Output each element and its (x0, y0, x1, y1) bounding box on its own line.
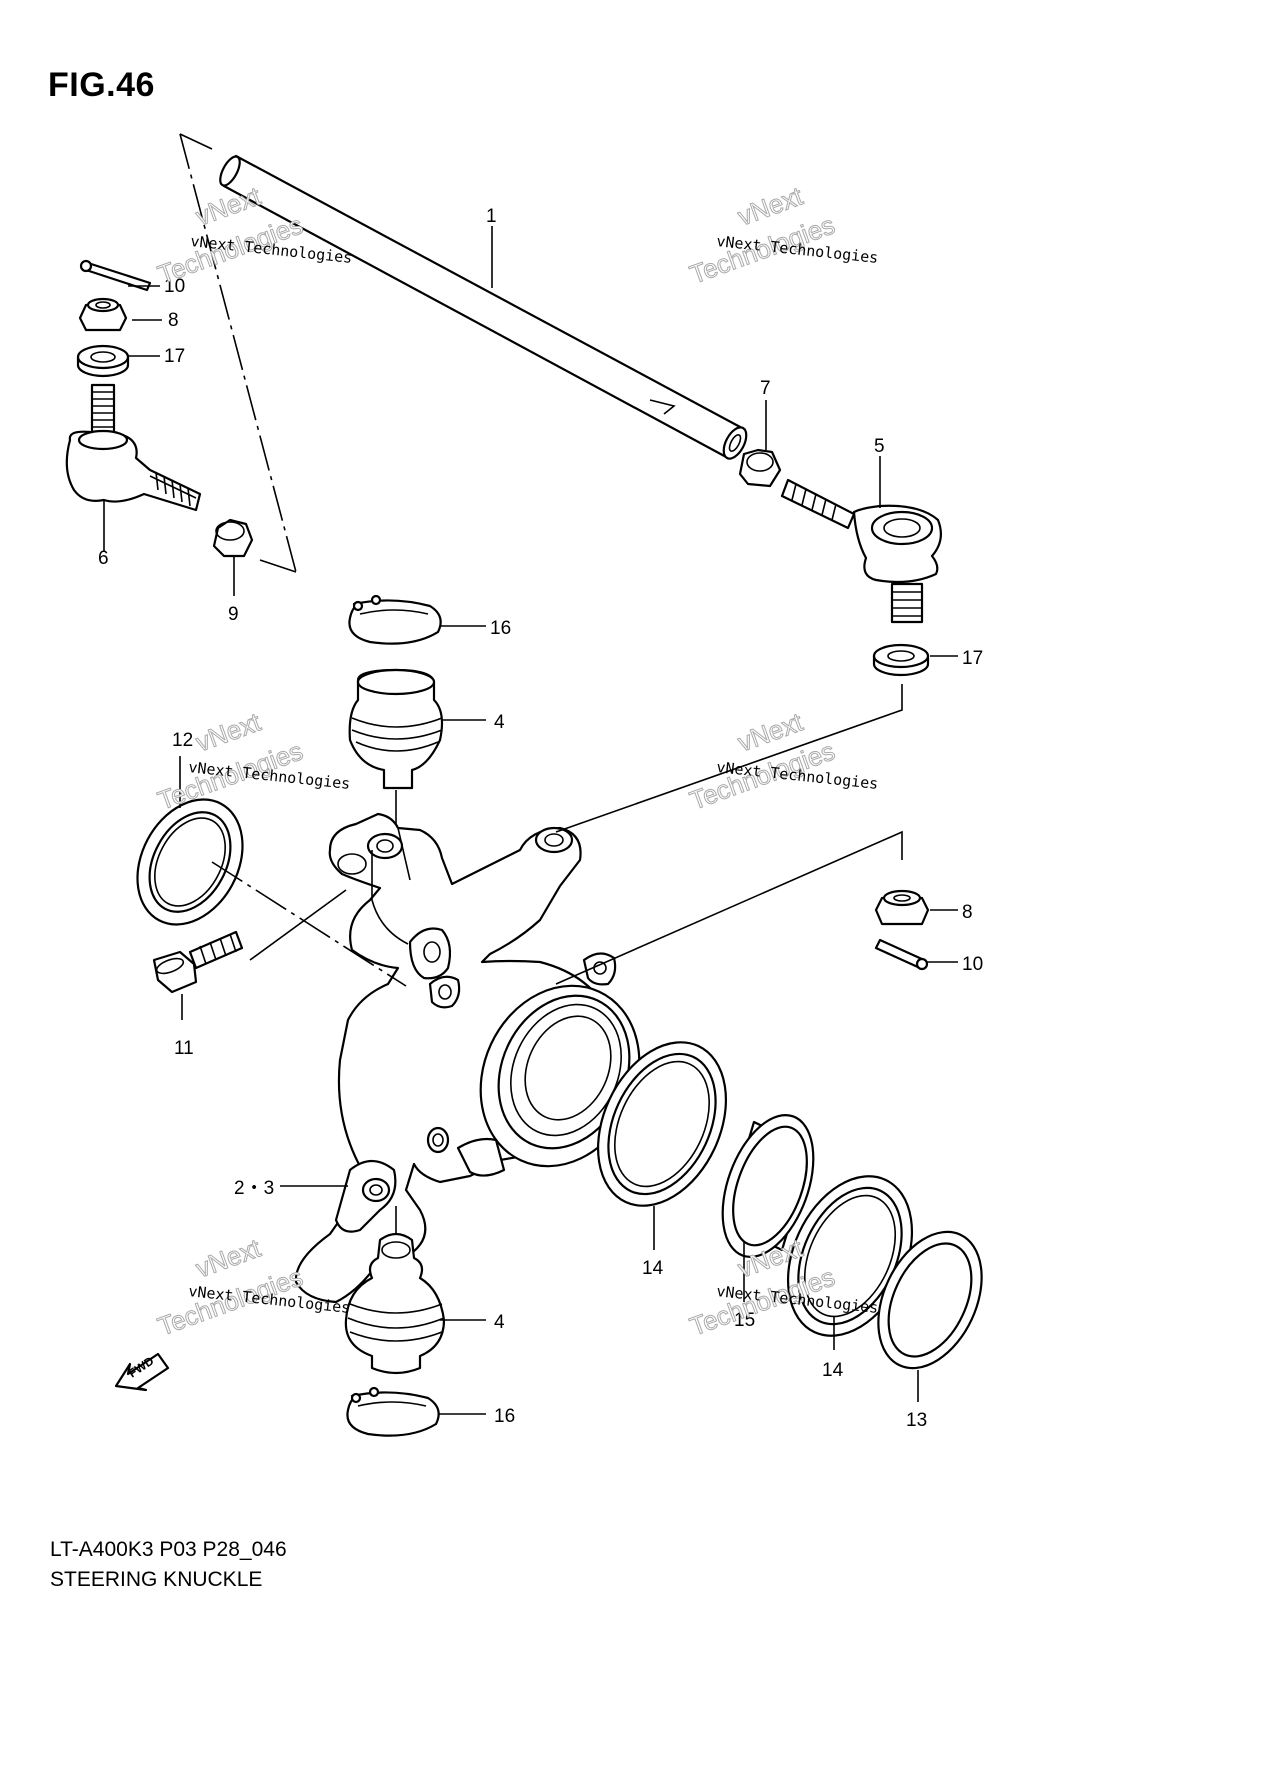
callout-5: 5 (874, 436, 885, 457)
callout-13: 13 (906, 1410, 927, 1431)
callout-10-right: 10 (962, 954, 983, 975)
watermark-mid-left: vNext Technologies vNext Technologies (153, 706, 351, 816)
callout-4-upper: 4 (494, 712, 505, 733)
callout-8-upper: 8 (168, 310, 179, 331)
callout-7: 7 (760, 378, 771, 399)
callout-15: 15 (734, 1310, 755, 1331)
oil-seal[interactable] (117, 781, 264, 943)
tie-rod-group-frame (179, 133, 297, 573)
callout-14-left: 14 (642, 1258, 664, 1279)
castle-nut-upper[interactable] (78, 297, 128, 332)
ball-joint-lower[interactable] (344, 1206, 446, 1375)
callout-10-upper: 10 (164, 276, 185, 297)
circlip-upper[interactable] (348, 594, 442, 645)
callout-17-right: 17 (962, 648, 983, 669)
cotter-pin-upper[interactable] (79, 259, 152, 292)
flange-bolt[interactable] (152, 930, 244, 1020)
forward-direction-arrow: FWD (114, 1352, 170, 1392)
washer-upper[interactable] (76, 344, 130, 378)
bearing-left[interactable] (573, 1022, 751, 1227)
bearing-right[interactable] (764, 1156, 937, 1356)
callout-16-lower: 16 (494, 1406, 515, 1427)
cotter-pin-right[interactable] (874, 938, 929, 971)
callout-6: 6 (98, 548, 109, 569)
callout-11: 11 (174, 1038, 194, 1059)
knuckle-leader-lines (211, 684, 903, 987)
callout-4-lower: 4 (494, 1312, 505, 1333)
callout-8-right: 8 (962, 902, 973, 923)
callout-numbers: 1 10 8 17 6 9 7 5 16 4 17 12 8 10 11 2・3… (98, 206, 983, 1431)
castle-nut-right[interactable] (874, 889, 930, 926)
washer-right[interactable] (872, 643, 930, 677)
watermark-mid-right: vNext Technologies vNext Technologies (685, 706, 879, 816)
circlip-lower[interactable] (346, 1386, 440, 1437)
callout-2-3: 2・3 (234, 1178, 274, 1199)
callout-1: 1 (486, 206, 497, 227)
figure-title: FIG.46 (48, 66, 155, 104)
callout-9: 9 (228, 604, 239, 625)
callout-16-upper: 16 (490, 618, 511, 639)
callout-14-right: 14 (822, 1360, 844, 1381)
steering-knuckle[interactable] (294, 812, 668, 1304)
tie-rod[interactable] (216, 154, 751, 463)
tie-rod-end-right[interactable] (780, 478, 943, 624)
figure-model-code: LT-A400K3 P03 P28_046 (50, 1538, 287, 1561)
lock-nut[interactable] (738, 448, 782, 488)
callout-leaders (128, 226, 958, 1415)
callout-17-upper: 17 (164, 346, 185, 367)
ball-joint-upper[interactable] (348, 668, 444, 856)
figure-caption: STEERING KNUCKLE (50, 1568, 263, 1591)
dust-seal[interactable] (858, 1215, 1002, 1384)
callout-12: 12 (172, 730, 193, 751)
tie-rod-end-left[interactable] (65, 383, 202, 552)
watermark-top-right: vNext Technologies vNext Technologies (685, 180, 879, 290)
spacer[interactable] (705, 1103, 831, 1269)
hex-nut[interactable] (212, 518, 254, 596)
